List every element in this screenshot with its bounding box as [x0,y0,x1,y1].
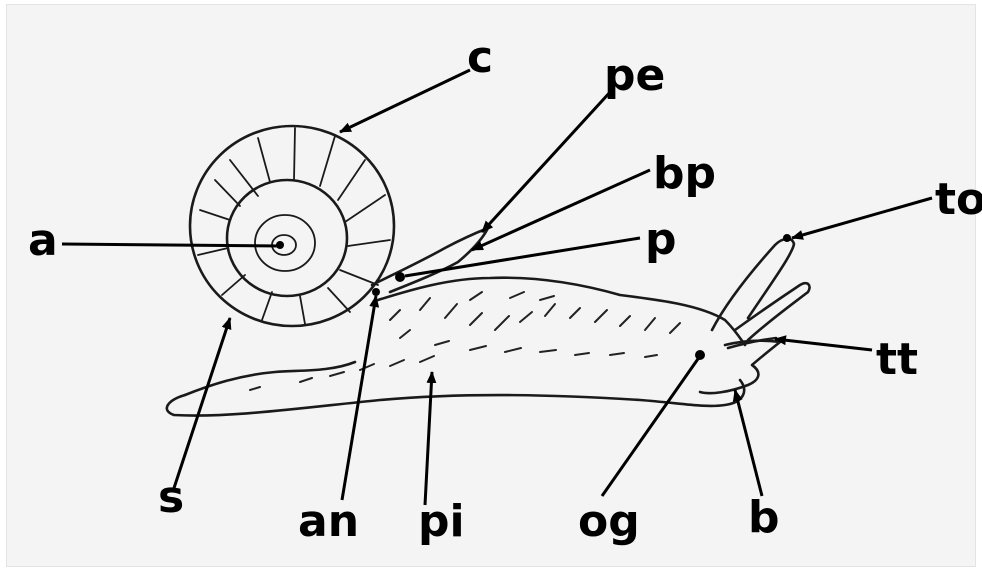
label-bp: bp [653,148,716,199]
label-p: p [645,214,677,265]
label-an: an [298,496,359,547]
labels: c pe bp to a p tt s an pi og b [28,32,982,547]
label-tt: tt [876,334,918,385]
leader-a [62,244,282,246]
body-texture [250,292,680,390]
leader-bp [472,170,650,250]
body-upper-outline [378,278,745,345]
label-pe: pe [604,50,665,101]
ocular-tentacle-dot [783,234,791,242]
upper-tentacle-right [735,283,810,340]
foot-outline [167,380,744,416]
snail-shell [190,126,488,326]
leader-b [735,390,762,496]
leader-p [405,238,640,276]
label-s: s [158,472,184,523]
leader-pe [482,90,612,232]
label-pi: pi [418,496,465,547]
leader-s [174,318,230,488]
leader-tt [775,339,872,350]
pointer-dots [276,234,791,360]
leader-og [602,356,700,496]
shell-second-whorl [227,180,347,296]
leader-an [342,296,376,500]
label-to: to [935,174,982,225]
head-outline [700,341,780,393]
pulmonary-orifice-dot [395,272,405,282]
label-a: a [28,215,58,266]
leader-to [792,198,932,238]
label-b: b [748,492,780,543]
leader-c [340,70,470,132]
label-og: og [578,496,640,547]
snail-body [167,239,810,416]
shell-third-whorl [255,215,315,271]
mantle-collar [372,228,488,292]
anus-dot [372,288,380,296]
leader-pi [425,372,432,505]
label-c: c [467,32,493,83]
leader-lines [62,70,932,505]
